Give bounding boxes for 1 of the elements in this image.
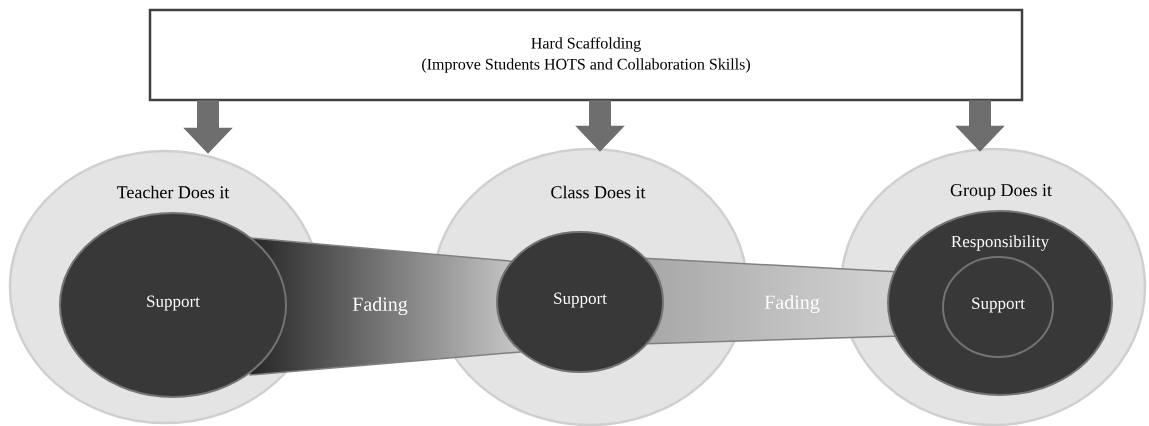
heading-box: Hard Scaffolding (Improve Students HOTS and Collaboration Skills) xyxy=(148,8,1024,102)
